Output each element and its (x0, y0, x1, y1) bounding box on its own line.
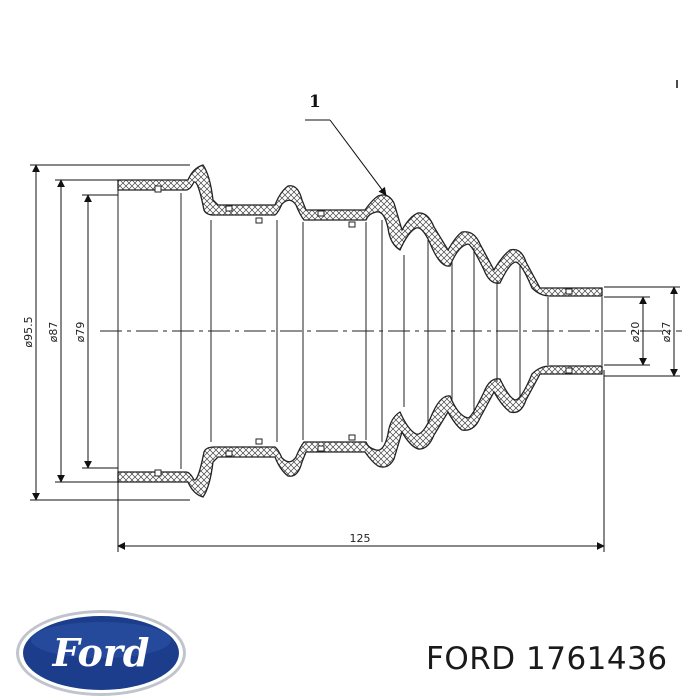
dim-125: 125 (350, 532, 371, 545)
callout-number: 1 (309, 92, 321, 112)
ford-logo: Ford (16, 610, 186, 696)
logo-wordmark: Ford (52, 630, 150, 675)
clamp-notches (154, 185, 573, 477)
dim-20: ø20 (629, 322, 642, 343)
dim-87: ø87 (47, 322, 60, 343)
boot-wall-upper (117, 164, 603, 297)
right-dimension-lines (604, 286, 680, 377)
part-number-label: FORD 1761436 (426, 641, 668, 677)
logo-oval (23, 616, 179, 690)
boot-wall-lower (117, 365, 603, 498)
length-dimension-lines (117, 370, 605, 552)
callout-leader (329, 119, 387, 196)
inner-section-lines (117, 190, 603, 472)
left-dimension-lines (30, 164, 190, 501)
dim-95-5: ø95.5 (22, 316, 35, 347)
dim-79: ø79 (74, 322, 87, 343)
dim-27: ø27 (660, 322, 673, 343)
